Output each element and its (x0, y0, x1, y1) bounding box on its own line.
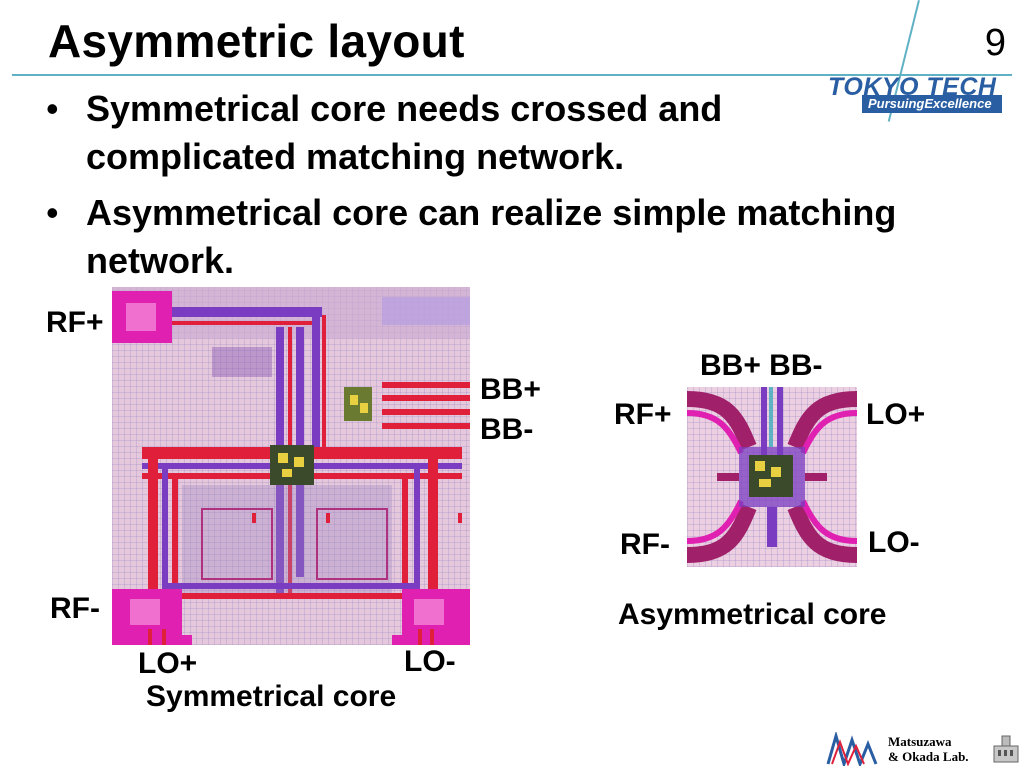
label-bb-plus-sym: BB+ (480, 373, 541, 406)
slide-title: Asymmetric layout (48, 15, 465, 67)
lab-logo: Matsuzawa & Okada Lab. (826, 732, 1022, 766)
logo-tagline: PursuingExcellence (862, 95, 1002, 113)
header-rule (12, 74, 1012, 76)
label-rf-minus-asym: RF- (620, 528, 670, 561)
lab-name-line1: Matsuzawa (888, 734, 952, 749)
building-icon (993, 735, 1019, 763)
caption-symmetrical-core: Symmetrical core (146, 680, 397, 713)
symmetrical-core-layout-image (112, 287, 470, 645)
label-lo-plus-sym: LO+ (138, 647, 198, 680)
label-rf-plus-asym: RF+ (614, 398, 672, 431)
bullet-item: Asymmetrical core can realize simple mat… (40, 189, 1000, 285)
asymmetrical-core-layout-image (687, 387, 857, 567)
label-lo-plus-asym: LO+ (866, 398, 926, 431)
label-rf-plus-sym: RF+ (46, 306, 104, 339)
bullet-list: Symmetrical core needs crossed and compl… (40, 85, 1000, 293)
label-rf-minus-sym: RF- (50, 592, 100, 625)
label-lo-minus-sym: LO- (404, 645, 456, 678)
label-bb-minus-sym: BB- (480, 413, 534, 446)
bullet-item: Symmetrical core needs crossed and compl… (40, 85, 846, 181)
caption-asymmetrical-core: Asymmetrical core (618, 598, 887, 631)
lab-name-line2: & Okada Lab. (888, 749, 969, 764)
page-number: 9 (984, 22, 1006, 64)
lab-wave-icon (826, 732, 878, 766)
label-lo-minus-asym: LO- (868, 526, 920, 559)
label-bb-top-asym: BB+ BB- (700, 349, 823, 382)
